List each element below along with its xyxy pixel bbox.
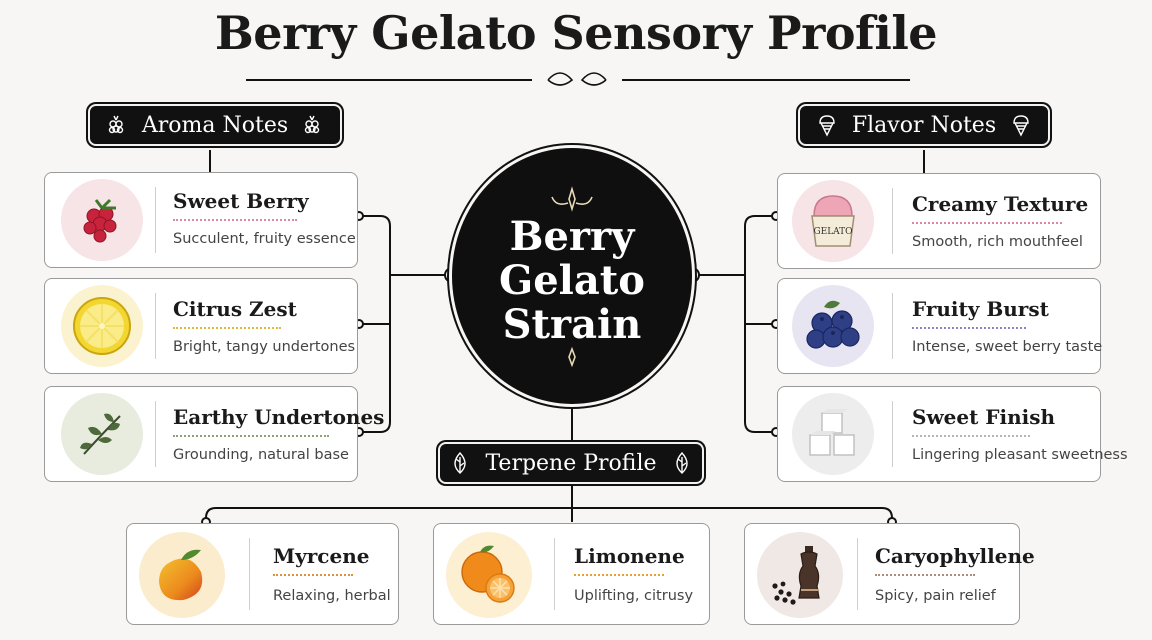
banner-aroma-label: Aroma Notes [141,112,289,138]
terpene-name: Caryophyllene [875,544,1035,568]
aroma-card-citrus-zest: Citrus Zest Bright, tangy undertones [44,278,358,374]
terpene-icon-circle [757,532,843,618]
banner-aroma-notes: Aroma Notes [86,102,344,148]
flavor-card-creamy-texture: GELATO Creamy Texture Smooth, rich mouth… [777,173,1101,269]
aroma-dots [173,327,281,329]
aroma-name: Earthy Undertones [173,405,385,429]
terpene-icon-circle [139,532,225,618]
lemon-slice-icon [73,297,131,355]
aroma-desc: Grounding, natural base [173,447,349,463]
aroma-name: Sweet Berry [173,189,309,213]
ice-cream-cone-icon [819,115,835,137]
flavor-name: Creamy Texture [912,192,1089,216]
flavor-desc: Lingering pleasant sweetness [912,447,1128,463]
gelato-cup-label: GELATO [813,227,852,237]
terpene-desc: Relaxing, herbal [273,588,391,604]
aroma-card-earthy-undertones: Earthy Undertones Grounding, natural bas… [44,386,384,482]
banner-flavor-notes: Flavor Notes [796,102,1052,148]
leaves-icon [80,413,121,455]
flavor-dots [912,222,1062,224]
aroma-desc: Succulent, fruity essence [173,231,356,247]
ornament-icon [551,186,593,212]
terpene-desc: Uplifting, citrusy [574,588,694,604]
terpene-name: Myrcene [273,544,370,568]
page-title: Berry Gelato Sensory Profile [214,6,938,60]
center-line-3: Strain [502,301,642,348]
raspberry-icon [108,115,124,134]
terpene-dots [574,574,664,576]
flavor-desc: Intense, sweet berry taste [912,339,1103,355]
banner-terpene-label: Terpene Profile [485,450,657,476]
banner-terpene-profile: Terpene Profile [436,440,706,486]
flavor-name: Sweet Finish [912,405,1056,429]
orange-icon [461,545,515,603]
gelato-cup-icon: GELATO [811,195,855,247]
terpene-name: Limonene [574,544,685,568]
aroma-card-sweet-berry: Sweet Berry Succulent, fruity essence [44,172,358,268]
banner-flavor-label: Flavor Notes [851,112,997,138]
terpene-dots [875,574,975,576]
flavor-name: Fruity Burst [912,297,1049,321]
sugar-cubes-icon [809,409,855,456]
center-line-1: Berry [509,213,635,260]
flavor-desc: Smooth, rich mouthfeel [912,234,1083,250]
flavor-dots [912,327,1026,329]
center-line-2: Gelato [499,257,645,304]
terpene-icon-circle [446,532,532,618]
blueberries-icon [806,300,860,349]
ornament-icon [568,347,576,367]
aroma-name: Citrus Zest [173,297,297,321]
flavor-card-fruity-burst: Fruity Burst Intense, sweet berry taste [777,278,1103,374]
terpene-card-caryophyllene: Caryophyllene Spicy, pain relief [744,523,1035,625]
flavor-icon-circle [792,285,874,367]
terpene-card-limonene: Limonene Uplifting, citrusy [433,523,710,625]
aroma-dots [173,435,329,437]
raspberry-icon [304,115,320,134]
terpene-card-myrcene: Myrcene Relaxing, herbal [126,523,399,625]
flavor-dots [912,435,1030,437]
terpene-desc: Spicy, pain relief [875,588,996,604]
aroma-dots [173,219,297,221]
aroma-icon-circle [61,393,143,475]
flavor-icon-circle [792,393,874,475]
mango-icon [159,549,203,601]
center-emblem: Berry Gelato Strain [452,148,692,404]
flavor-card-sweet-finish: Sweet Finish Lingering pleasant sweetnes… [777,386,1128,482]
flavor-icon-circle: GELATO [792,180,874,262]
leaf-icon [454,451,467,474]
aroma-desc: Bright, tangy undertones [173,339,356,355]
ice-cream-cone-icon [1013,115,1029,137]
raspberry-icon [83,198,117,243]
pepper-grinder-icon [772,546,820,605]
aroma-icon-circle [61,179,143,261]
terpene-dots [273,574,353,576]
aroma-icon-circle [61,285,143,367]
leaf-icon [675,451,688,474]
